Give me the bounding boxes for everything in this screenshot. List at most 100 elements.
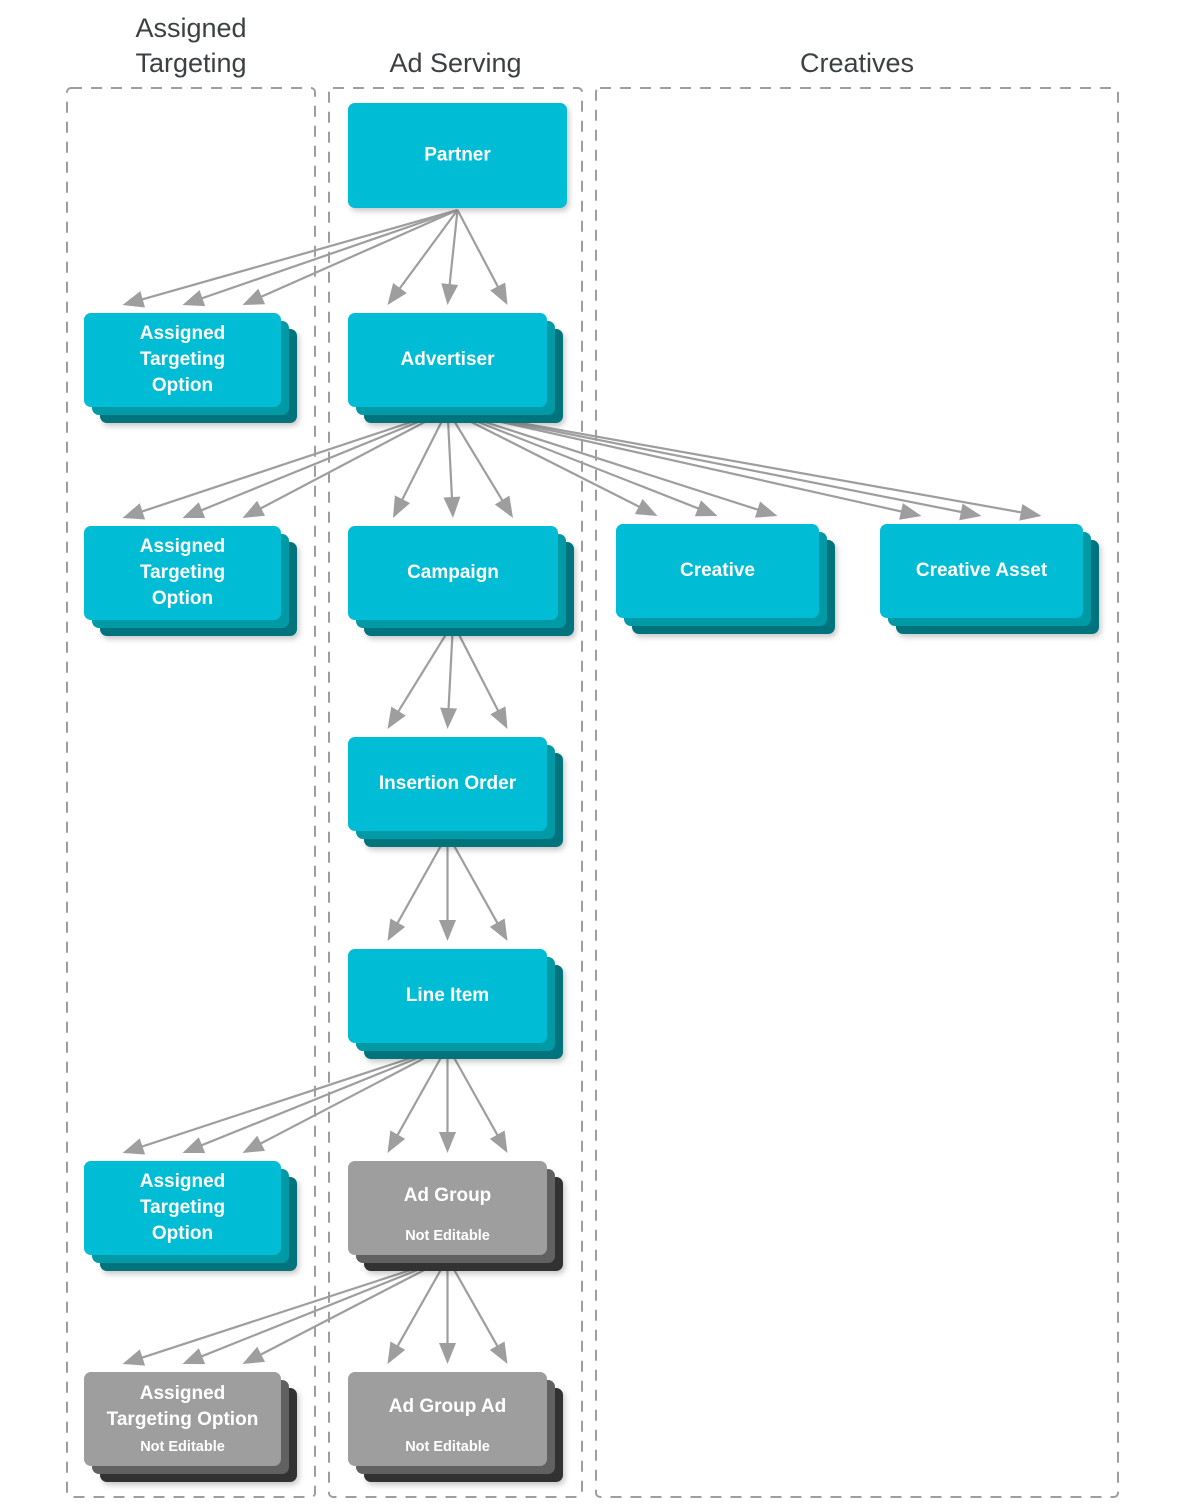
edge-head — [490, 282, 508, 305]
edge-head — [489, 1130, 508, 1153]
node-card[interactable] — [348, 1161, 547, 1255]
edge-campaign-to-insertion-order — [387, 622, 508, 729]
edges — [122, 208, 1042, 1366]
node-card[interactable] — [348, 526, 558, 620]
edge-head — [122, 291, 146, 308]
node-label: Option — [152, 375, 213, 396]
edge-head — [439, 920, 456, 941]
column-frames — [66, 87, 1119, 1498]
edge-head — [182, 1137, 206, 1154]
edge-shaft — [199, 208, 458, 301]
edge-shaft — [447, 408, 965, 514]
column-title-line: Ad Serving — [389, 48, 521, 78]
edge-arrow — [439, 1258, 456, 1364]
node-creative[interactable]: Creative — [616, 524, 835, 634]
node-label: Option — [152, 1223, 213, 1244]
column-frame — [328, 87, 583, 1498]
edge-arrow — [446, 1257, 508, 1364]
edge-head — [387, 706, 406, 729]
edge-arrow — [182, 1044, 448, 1154]
column-frame — [66, 87, 316, 1498]
node-card[interactable] — [348, 313, 547, 407]
node-partner[interactable]: Partner — [348, 103, 567, 208]
edge-shaft — [139, 1256, 448, 1360]
column-frame — [595, 87, 1119, 1498]
edge-arrow — [387, 833, 449, 941]
edge-shaft — [139, 408, 448, 514]
edge-head — [490, 706, 508, 729]
edge-arrow — [439, 834, 456, 941]
edge-head — [494, 495, 513, 518]
node-not-editable-badge: Not Editable — [140, 1439, 225, 1455]
edge-head — [387, 918, 406, 941]
edge-shaft — [446, 833, 500, 926]
edge-shaft — [446, 1257, 500, 1349]
edge-arrow — [122, 1044, 448, 1155]
edge-head — [439, 1132, 456, 1153]
edge-head — [694, 500, 718, 517]
edge-line-item-to-ad-group — [387, 1045, 508, 1153]
edge-shaft — [198, 1256, 448, 1359]
node-label: Campaign — [407, 562, 499, 583]
edge-arrow — [122, 1256, 448, 1366]
edge-head — [441, 283, 459, 305]
edge-head — [489, 1341, 508, 1364]
edge-arrow — [387, 622, 454, 729]
node-card[interactable] — [84, 1372, 281, 1466]
node-card[interactable] — [348, 103, 567, 208]
edge-advertiser-to-campaign — [393, 409, 513, 518]
node-label: Targeting — [140, 562, 225, 583]
node-card[interactable] — [348, 949, 547, 1043]
node-campaign[interactable]: Campaign — [348, 526, 574, 636]
edge-partner-to-assigned-targeting-option-partner — [122, 208, 458, 308]
edge-arrow — [446, 1045, 508, 1153]
edge-head — [439, 1343, 456, 1364]
edge-arrow — [242, 1045, 449, 1153]
node-card[interactable] — [348, 1372, 547, 1466]
node-card[interactable] — [348, 737, 547, 831]
node-label: Insertion Order — [379, 773, 517, 794]
edge-head — [634, 498, 658, 516]
edge-shaft — [456, 209, 501, 290]
edge-shaft — [257, 1257, 449, 1357]
node-creative-asset[interactable]: Creative Asset — [880, 524, 1099, 634]
node-card[interactable] — [84, 313, 281, 407]
edge-shaft — [139, 208, 458, 302]
edge-arrow — [182, 408, 448, 518]
node-label: Targeting — [140, 349, 225, 370]
node-insertion-order[interactable]: Insertion Order — [348, 737, 563, 847]
node-label: Creative — [680, 560, 755, 581]
edge-arrow — [447, 408, 778, 518]
edge-shaft — [198, 1044, 448, 1148]
edge-arrow — [122, 208, 458, 308]
edge-shaft — [448, 209, 459, 288]
edge-shaft — [257, 409, 449, 511]
node-card[interactable] — [880, 524, 1083, 618]
node-line-item[interactable]: Line Item — [348, 949, 563, 1059]
edge-head — [387, 1130, 406, 1153]
edge-head — [242, 288, 266, 305]
edge-head — [242, 1346, 266, 1364]
edge-arrow — [446, 833, 508, 941]
edge-shaft — [447, 408, 905, 514]
node-card[interactable] — [84, 526, 281, 620]
edge-head — [242, 500, 266, 518]
node-advertiser[interactable]: Advertiser — [348, 313, 563, 423]
edge-ad-group-to-ad-group-ad — [387, 1257, 508, 1364]
edge-arrow — [182, 1256, 448, 1365]
edge-shaft — [446, 1045, 500, 1138]
edge-head — [899, 503, 922, 520]
edge-arrow — [387, 1045, 449, 1153]
node-card[interactable] — [84, 1161, 281, 1255]
edge-arrow — [242, 409, 449, 518]
node-label: Creative Asset — [916, 560, 1048, 581]
node-card[interactable] — [616, 524, 819, 618]
